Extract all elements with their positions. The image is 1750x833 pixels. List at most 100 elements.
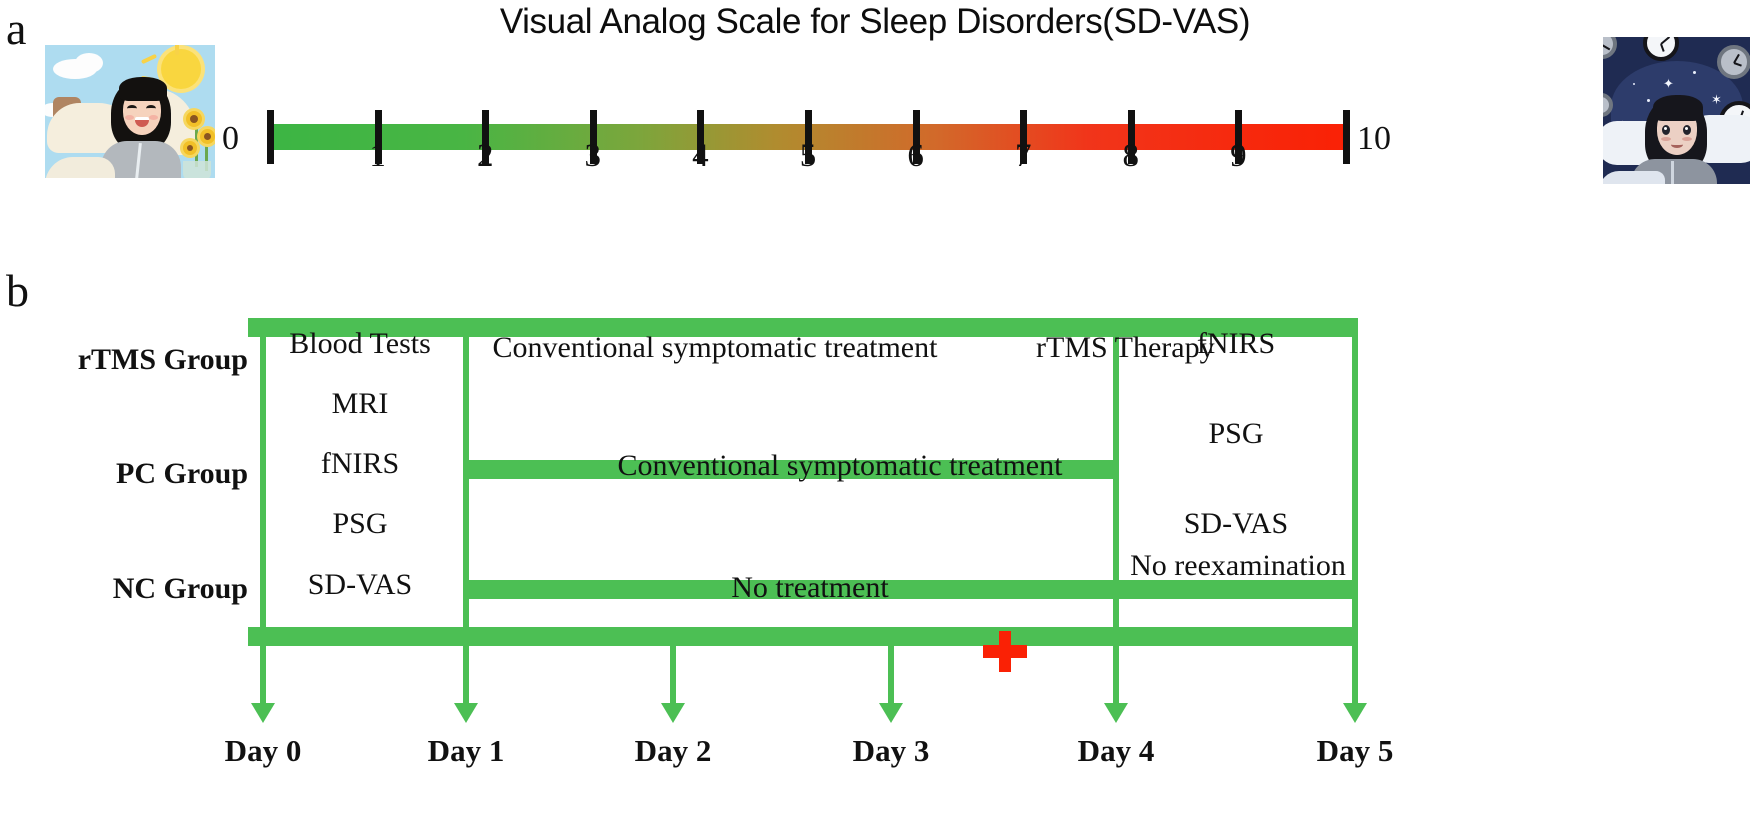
smiling-mouth — [135, 117, 149, 127]
vas-tick-label-1: 1 — [369, 138, 386, 174]
frown-mouth — [1671, 141, 1683, 148]
timeline-bottom-bar — [248, 627, 1358, 646]
day-arrow-5 — [1352, 627, 1358, 707]
vas-min-label: 0 — [222, 120, 239, 157]
cloud-icon — [75, 53, 103, 73]
star-dot — [1633, 83, 1635, 85]
group-label-nc: NC Group — [112, 572, 248, 605]
insomnia-woman-illustration: ✶ ✦ ✶ ✶ — [1603, 37, 1750, 184]
eye-closed — [127, 105, 137, 112]
baseline-assessment-blood-tests: Blood Tests — [289, 327, 431, 360]
vas-tick-label-2: 2 — [476, 138, 494, 174]
vas-tick-10 — [1343, 110, 1350, 164]
cheek-blush — [149, 115, 158, 120]
day-label-5: Day 5 — [1316, 733, 1394, 768]
day-arrow-1 — [463, 627, 469, 707]
vas-tick-label-8: 8 — [1122, 138, 1140, 174]
eye — [1662, 125, 1670, 135]
vas-tick-label-3: 3 — [584, 138, 602, 174]
column-divider-day5 — [1352, 318, 1358, 646]
eye-bag — [1661, 137, 1671, 141]
baseline-assessment-fnirs: fNIRS — [320, 447, 400, 480]
star-icon: ✦ — [1663, 76, 1674, 91]
vas-tick-label-4: 4 — [692, 138, 709, 174]
followup-assessment-fnirs: fNIRS — [1196, 327, 1276, 360]
vas-tick-8 — [1127, 110, 1135, 164]
study-timeline-diagram: rTMS Group PC Group NC Group Blood Tests… — [0, 255, 1750, 833]
clock-hand — [1660, 43, 1665, 52]
star-dot — [1647, 99, 1650, 102]
group-label-rtms: rTMS Group — [77, 343, 248, 376]
pajama-lapel — [1671, 161, 1674, 184]
day-label-1: Day 1 — [427, 733, 505, 768]
day-arrowhead-2 — [661, 703, 685, 723]
vas-tick-7 — [1020, 110, 1028, 164]
timeline-top-bar — [248, 318, 1358, 337]
rtms-conventional-treatment: Conventional symptomatic treatment — [492, 331, 938, 364]
sun-icon — [161, 49, 201, 89]
baseline-assessment-mri: MRI — [331, 387, 389, 420]
day-label-3: Day 3 — [852, 733, 930, 768]
panel-a-title: Visual Analog Scale for Sleep Disorders(… — [499, 2, 1251, 41]
sunflower-center — [190, 115, 198, 123]
red-cross-icon — [983, 631, 1027, 672]
day-arrow-0 — [260, 627, 266, 707]
vas-tick-9 — [1235, 110, 1243, 164]
blanket — [45, 157, 115, 178]
row-separator-pc-nc — [463, 580, 1358, 599]
eye-highlight — [1685, 127, 1688, 130]
day-label-2: Day 2 — [634, 733, 712, 768]
clock-hand — [1603, 44, 1611, 51]
row-separator-rtms-pc — [463, 460, 1119, 479]
vas-tick-3 — [589, 110, 597, 164]
column-divider-day1 — [463, 318, 469, 646]
nc-no-reexamination: No reexamination — [1130, 549, 1346, 582]
vas-tick-label-6: 6 — [907, 138, 924, 174]
happy-awake-woman-illustration — [45, 45, 215, 178]
vas-max-label: 10 — [1357, 120, 1391, 157]
day-arrow-3 — [888, 627, 894, 707]
day-arrowhead-1 — [454, 703, 478, 723]
day-arrowhead-3 — [879, 703, 903, 723]
day-arrow-2 — [670, 627, 676, 707]
vas-tick-label-7: 7 — [1014, 138, 1032, 174]
day-label-4: Day 4 — [1077, 733, 1155, 768]
day-arrow-4 — [1113, 627, 1119, 707]
flower-stem — [205, 137, 208, 171]
group-label-pc: PC Group — [116, 457, 248, 490]
star-dot — [1693, 71, 1696, 74]
panel-b-letter: b — [6, 265, 29, 316]
vas-tick-5 — [805, 110, 812, 164]
vas-tick-0 — [267, 110, 274, 164]
vas-tick-label-5: 5 — [799, 138, 817, 174]
clock-hand — [1733, 62, 1742, 67]
vas-tick-1 — [374, 110, 382, 164]
followup-assessment-psg: PSG — [1208, 417, 1264, 450]
hair-bangs — [1653, 95, 1703, 121]
nc-no-treatment: No treatment — [731, 571, 889, 604]
eye-closed — [146, 105, 156, 112]
sunflower-center — [187, 145, 193, 151]
flower-vase — [183, 161, 211, 178]
panel-a-letter: a — [6, 3, 27, 54]
baseline-assessment-sd-vas: SD-VAS — [307, 568, 413, 601]
cheek-blush — [125, 115, 134, 120]
eye-highlight — [1664, 127, 1667, 130]
day-label-0: Day 0 — [224, 733, 302, 768]
clock-icon — [1717, 45, 1750, 79]
eye — [1683, 125, 1691, 135]
baseline-assessment-psg: PSG — [332, 507, 388, 540]
column-divider-day4-lower — [1113, 580, 1119, 646]
vas-tick-6 — [912, 110, 920, 164]
day-arrowhead-4 — [1104, 703, 1128, 723]
vas-tick-2 — [482, 110, 490, 164]
column-divider-day0 — [260, 318, 266, 646]
pc-conventional-treatment: Conventional symptomatic treatment — [617, 449, 1063, 482]
blanket — [1603, 171, 1665, 184]
column-divider-day4-upper — [1113, 318, 1119, 599]
hair-bangs — [119, 77, 167, 101]
day-arrowhead-0 — [251, 703, 275, 723]
star-icon: ✶ — [1711, 92, 1722, 107]
followup-assessment-sd-vas: SD-VAS — [1183, 507, 1289, 540]
